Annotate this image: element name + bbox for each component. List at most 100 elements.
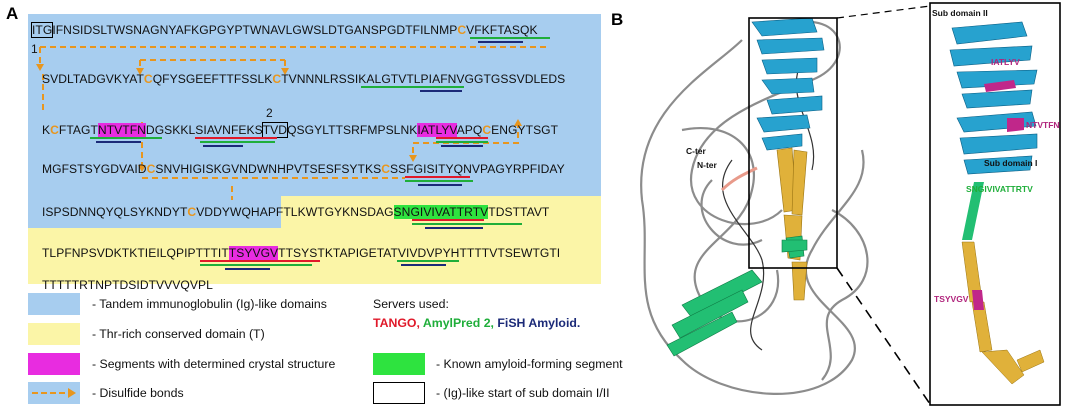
server-fish: FiSH Amyloid.: [497, 316, 581, 330]
aggregation-segment: TATVIV: [376, 246, 418, 260]
sequence-line-6: TLPFNPSVDKTKTIEILQPIPTTTITTSYVGVTTSYSTKT…: [42, 246, 560, 260]
sequence-text: SNVHIGISKGVNDWNHPVTSESFSYTKS: [155, 162, 382, 176]
legend-swatch-ig-start: [373, 382, 425, 404]
aggregation-segment: LGTVTL: [374, 72, 421, 86]
sequence-text: ISPSDNNQYQLSYKNDYT: [42, 205, 188, 219]
thr-domain-strands: [776, 147, 808, 301]
sequence-text: TLPFNPSVDKTKTIEILQPIP: [42, 246, 196, 260]
sequence-line-1: ITGIFNSIDSLTWSNAGNYAFKGPGYPTWNAVLGWSLDTG…: [30, 22, 538, 38]
sequence-line-3: KCFTAGTNTVTFNDGSKKLSIAVNFEKSTVDQSGYLTTSR…: [42, 122, 559, 138]
cysteine: C: [143, 72, 153, 86]
fish-underline: [478, 41, 523, 44]
disulfide-arrowhead: [138, 165, 146, 172]
protein-structure: [640, 2, 1061, 406]
zoom-connector-bottom: [836, 267, 931, 405]
sequence-text: TVNNNLRSSIKA: [281, 72, 375, 86]
iatlyv-label: IATLYV: [991, 57, 1020, 67]
zoom-selection-box: [748, 17, 838, 269]
fish-underline: [203, 145, 243, 148]
sub-domain-marker-2: 2: [266, 106, 273, 120]
tango-underline: [436, 137, 488, 140]
disulfide-arrowhead: [514, 119, 522, 126]
amylpred-underline: [412, 223, 522, 226]
legend-swatch-amyloid: [373, 353, 425, 375]
crystal-segment-tsyvgv: TSYVGV: [228, 246, 279, 260]
server-tango: TANGO,: [373, 316, 420, 330]
amylpred-underline: [436, 141, 488, 144]
cysteine: C: [146, 162, 156, 176]
tango-underline: [412, 219, 484, 222]
aggregation-segment: TTTIT: [195, 246, 229, 260]
zoom-ig-domain-2: [949, 21, 1038, 109]
sequence-text: QSGYLTTSRFMPSLNK: [287, 123, 418, 137]
fish-underline: [96, 141, 141, 144]
sub-domain-marker-1: 1: [31, 42, 38, 56]
sequence-text: APQ: [456, 123, 483, 137]
sequence-text: QFYSGEEFTTFSSLK: [152, 72, 273, 86]
aggregation-segment: PIAFNV: [420, 72, 465, 86]
tango-underline: [195, 137, 277, 140]
panel-b-label: B: [611, 10, 624, 29]
disulfide-arrowhead: [136, 68, 144, 75]
server-amylpred: AmylPred 2,: [422, 316, 494, 330]
crystal-segment-iatlyv: IATLYV: [417, 123, 457, 137]
fish-underline: [401, 264, 446, 267]
legend-thr: - Thr-rich conserved domain (T): [92, 327, 265, 341]
sequence-text: TTTTTRTNPTDSIDTVVVQVPL: [42, 278, 213, 292]
sequence-line-7: TTTTTRTNPTDSIDTVVVQVPL: [42, 278, 213, 292]
sequence-text: DVPYHTTTTVTSEWTGTI: [417, 246, 561, 260]
sequence-text: SVDLTADGVKYAT: [42, 72, 144, 86]
disulfide-arrow-icon: [32, 388, 76, 398]
cysteine: C: [482, 123, 492, 137]
amylpred-underline: [90, 137, 162, 140]
ig-start-box-1: ITG: [30, 22, 54, 38]
cysteine: C: [457, 23, 467, 37]
sequence-text: EKS: [238, 123, 263, 137]
sequence-text: VDDYWQHA: [196, 205, 268, 219]
cysteine: C: [381, 162, 391, 176]
sequence-text: DGSKKL: [145, 123, 196, 137]
tango-underline: [405, 176, 470, 179]
sequence-text: TTSYSTKTAPIGE: [278, 246, 377, 260]
sngiv-label: SNGIVIVATTRTV: [966, 184, 1033, 194]
disulfide-bond-3: [40, 74, 44, 110]
ig-start-box-2: TVD: [261, 122, 289, 138]
disulfide-bonds-overlay: [36, 46, 548, 200]
legend-servers-list: TANGO, AmylPred 2, FiSH Amyloid.: [373, 316, 580, 330]
legend-swatch-crystal: [28, 353, 80, 375]
tsyvgv-label: TSYVGV: [934, 294, 969, 304]
zoom-yellow-strands: [961, 241, 1045, 385]
sequence-text: VFKFTASQK: [466, 23, 538, 37]
disulfide-arrowhead: [281, 68, 289, 75]
cysteine: C: [187, 205, 197, 219]
coil-loops: [640, 20, 869, 395]
ig-domains-main: [751, 17, 825, 151]
thr-domain-region-bottom: [28, 228, 601, 284]
sequence-text: QNVPAGYRPFIDAY: [453, 162, 565, 176]
sequence-text: ENGYTSGT: [491, 123, 559, 137]
zoom-tsyvgv-strand: [972, 290, 984, 310]
amylpred-underline: [405, 180, 473, 183]
sequence-text: GGTGSSVDLEDS: [464, 72, 566, 86]
amylpred-underline: [200, 141, 275, 144]
ig-domain-region: [28, 14, 601, 196]
fish-underline: [418, 184, 462, 187]
panel-a-label: A: [6, 4, 19, 23]
fish-underline: [441, 145, 483, 148]
legend-swatch-thr: [28, 323, 80, 345]
aggregation-segment: TFILNMP: [405, 23, 458, 37]
sequence-line-2: SVDLTADGVKYATCQFYSGEEFTTFSSLKCTVNNNLRSSI…: [42, 72, 565, 86]
amyloid-segment-sngiv: SNGIVIVATTRTV: [393, 205, 489, 219]
amylpred-underline: [397, 260, 459, 263]
crystal-segment-ntvtfn: NTVTFN: [97, 123, 146, 137]
sequence-text: IFNSIDSLTWSNAGNYAFKGPGYPTWNAVLGWSLDTGANS…: [52, 23, 406, 37]
fish-underline: [420, 90, 462, 93]
sequence-text: FTAGT: [58, 123, 98, 137]
legend-amyloid: - Known amyloid-forming segment: [436, 357, 623, 371]
legend-disulfide: - Disulfide bonds: [92, 386, 184, 400]
sequence-line-5: ISPSDNNQYQLSYKNDYTCVDDYWQHAPFTLKWTGYKNSD…: [42, 205, 549, 219]
legend-swatch-disulfide: [28, 382, 80, 404]
c-ter-label: C-ter: [686, 146, 706, 156]
fish-underline: [225, 268, 270, 271]
zoom-connector-top: [836, 5, 931, 19]
